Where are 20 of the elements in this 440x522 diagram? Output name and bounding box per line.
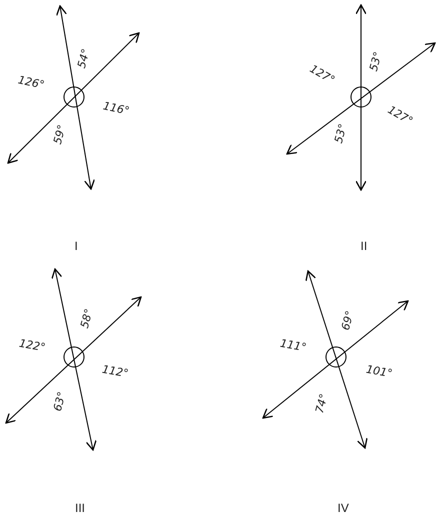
figure-numeral: II: [360, 240, 368, 252]
angle-label: 101°: [364, 363, 393, 379]
figure-numeral: III: [75, 502, 86, 514]
angle-label: 69°: [340, 309, 356, 331]
angle-label: 127°: [308, 62, 336, 86]
angle-label: 53°: [368, 50, 384, 72]
angle-label: 111°: [278, 337, 307, 353]
angle-label: 54°: [76, 47, 92, 69]
angle-label: 74°: [314, 392, 330, 414]
figure-numeral: IV: [338, 502, 349, 514]
angle-label: 116°: [102, 100, 130, 116]
angle-label: 53°: [332, 122, 349, 144]
angle-label: 63°: [52, 390, 68, 412]
angle-label: 122°: [18, 337, 46, 353]
angle-label: 112°: [100, 363, 129, 379]
angle-label: 59°: [52, 123, 68, 145]
figure-numeral: I: [74, 240, 78, 252]
angle-label: 126°: [16, 74, 45, 90]
angle-label: 58°: [78, 307, 95, 329]
angle-label: 127°: [386, 104, 414, 126]
